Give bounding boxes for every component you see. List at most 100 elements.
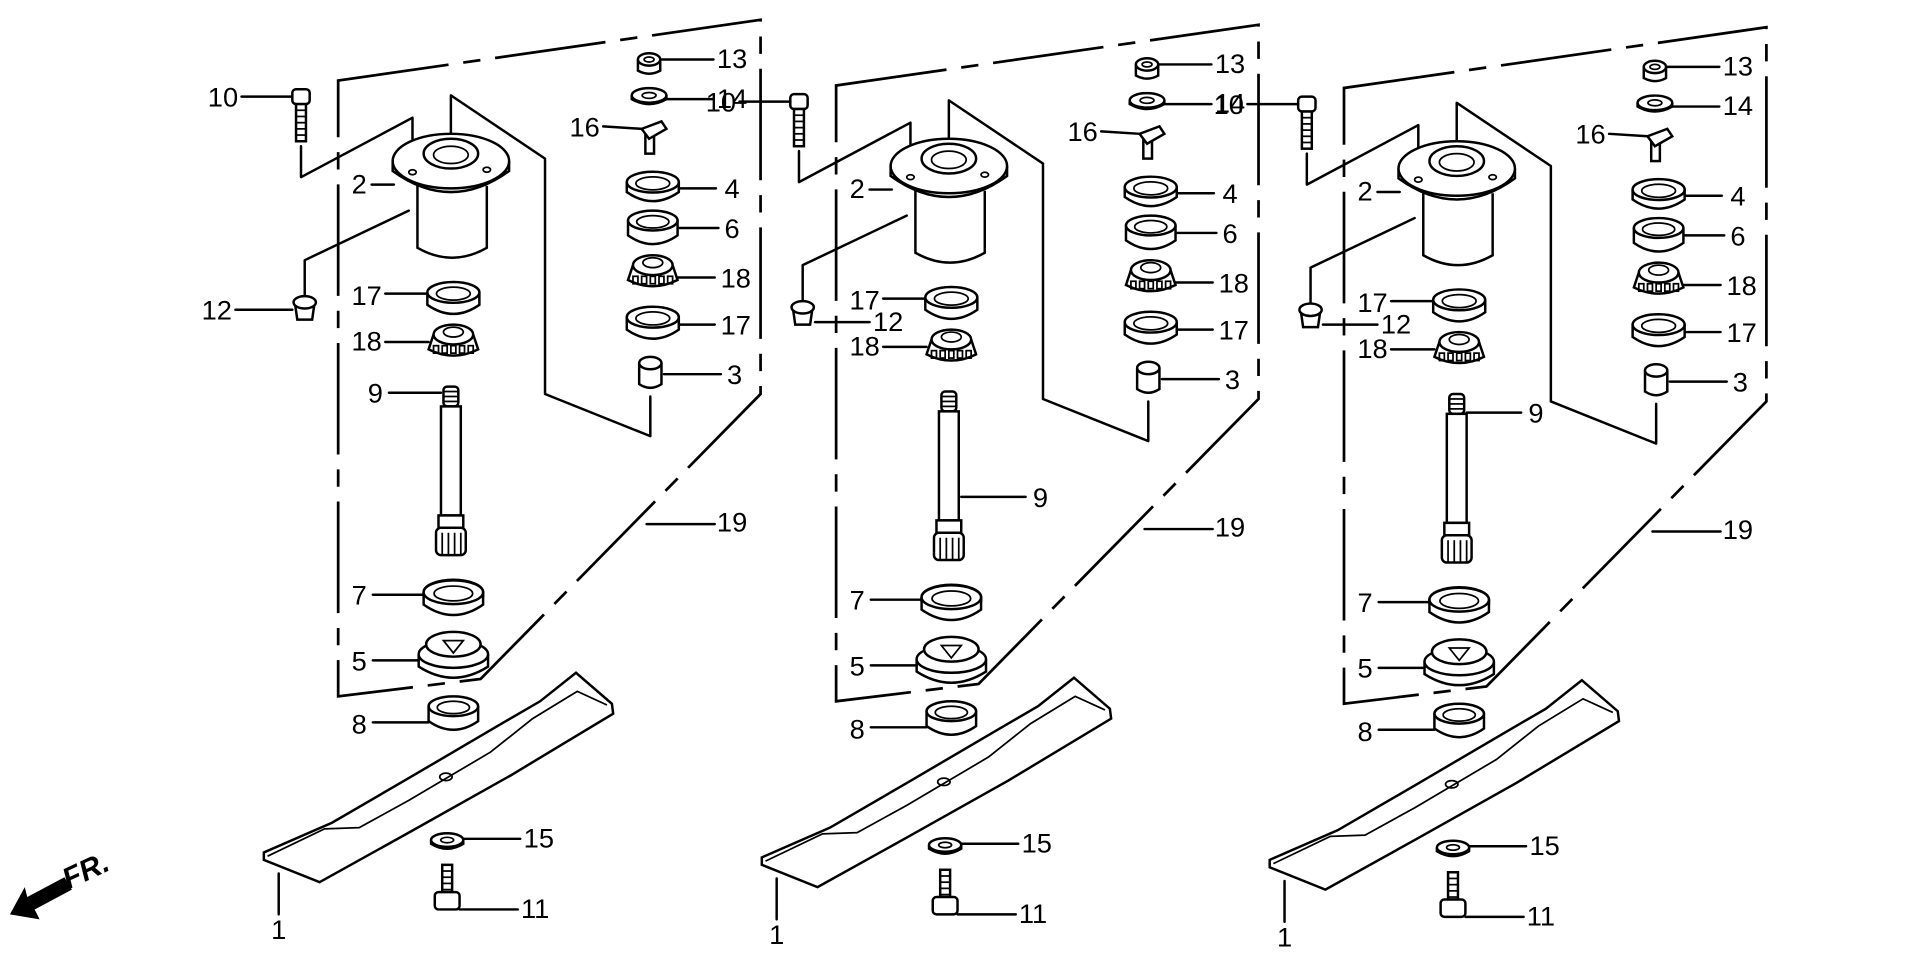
spindle-housing-icon: [391, 132, 511, 259]
nut-top: [292, 294, 318, 310]
hub-leader-bracket: [449, 94, 652, 438]
upper-tapered-bearing-icon: [626, 253, 680, 288]
part-label-p8: 8: [1357, 716, 1372, 747]
part-label-p18b: 18: [1219, 267, 1249, 298]
lock-washer-icon: [1636, 94, 1674, 113]
part-label-p14: 14: [717, 83, 747, 114]
flange-hole: [980, 171, 990, 179]
hex-nut-icon: [1134, 56, 1160, 80]
ring-bore: [933, 291, 970, 306]
tapered-bearing-icon: [1432, 330, 1486, 365]
washer-face: [630, 86, 668, 104]
roller: [1655, 282, 1662, 293]
flange-bolt-icon: [789, 92, 809, 148]
roller: [1663, 282, 1671, 293]
bearing-bore: [1647, 264, 1670, 276]
part-label-p10: 10: [1214, 89, 1244, 120]
shaft-body: [439, 405, 463, 517]
upper-tapered-bearing-icon: [1124, 258, 1178, 293]
nut12-leader-bracket: [1309, 216, 1416, 309]
bearing-cup-icon: [924, 285, 979, 321]
part-label-p11: 11: [521, 893, 549, 924]
blade-adapter-icon: [915, 635, 988, 684]
flange-hole: [905, 173, 916, 181]
ring-bore: [433, 585, 474, 602]
flange-bolt-icon: [291, 87, 311, 143]
ring-bore: [635, 214, 670, 229]
blade-bolt-icon: [931, 868, 959, 916]
part-label-p14: 14: [1723, 90, 1753, 121]
part-label-p11: 11: [1019, 898, 1047, 929]
bearing-cup-icon: [1431, 288, 1487, 323]
part-label-p19: 19: [1723, 514, 1753, 545]
roller: [658, 275, 665, 285]
bearing-bore: [1448, 333, 1470, 346]
ring-bore: [1441, 293, 1477, 309]
washer-hole: [439, 836, 455, 844]
ring-bore: [934, 705, 969, 720]
bearing-top: [1637, 261, 1680, 284]
adapter-socket: [939, 644, 964, 660]
washer-face: [429, 832, 465, 849]
hex-nut-icon: [1642, 59, 1668, 83]
part-label-p9: 9: [1033, 482, 1048, 513]
leader-line: [602, 125, 643, 131]
roller: [1130, 280, 1137, 290]
roller: [1473, 352, 1480, 362]
part-label-p3: 3: [1733, 367, 1748, 398]
housing-body: [1422, 193, 1494, 267]
front-direction-indicator: FR.: [9, 846, 114, 920]
ring-bore: [931, 590, 972, 607]
grease-fitting-icon: [639, 119, 669, 155]
part-label-p1: 1: [1277, 922, 1292, 953]
mower-blade-icon: [262, 671, 615, 884]
assembly-outline: [336, 18, 762, 698]
part-label-p10: 10: [706, 87, 736, 118]
nut-hole: [1649, 63, 1661, 71]
bolt-head: [1296, 95, 1317, 113]
grease-fitting-icon: [1137, 124, 1167, 160]
part-label-p4: 4: [1222, 178, 1237, 209]
roller: [1646, 282, 1654, 293]
bearing-top: [432, 323, 475, 346]
washer-face: [1636, 94, 1674, 112]
nut-top: [1134, 56, 1160, 72]
part-label-p4: 4: [725, 173, 740, 204]
shaft-spline: [434, 526, 467, 557]
part-label-p18b: 18: [721, 262, 751, 293]
upper-bearing-cup-icon: [1123, 310, 1179, 345]
roller: [965, 349, 973, 359]
roller: [458, 344, 466, 354]
housing-body: [416, 185, 489, 259]
housing-body: [914, 190, 987, 264]
mower-blade-icon: [760, 676, 1113, 889]
lock-washer-icon: [630, 86, 668, 106]
nut-hole: [1141, 61, 1153, 68]
part-label-p19: 19: [717, 507, 747, 538]
seal-icon: [1631, 177, 1686, 210]
ring-bore: [1640, 183, 1677, 199]
part-label-p4: 4: [1730, 181, 1745, 212]
part-label-p2: 2: [850, 173, 865, 204]
part-label-p7: 7: [1357, 587, 1372, 618]
ring-bore: [1132, 180, 1169, 196]
shaft-body: [1445, 412, 1468, 525]
bolt-head: [433, 890, 461, 911]
ring-bore: [1132, 316, 1169, 331]
spacer-bushing-icon: [427, 695, 480, 732]
roller: [1455, 352, 1463, 362]
part-label-p6: 6: [725, 213, 740, 244]
part-label-p6: 6: [1730, 220, 1745, 251]
shaft-spline: [932, 531, 965, 562]
spindle-shaft-icon: [1440, 392, 1473, 564]
ring-bore: [1640, 318, 1677, 334]
part-label-p17b: 17: [721, 310, 751, 341]
blade-bolt-icon: [433, 863, 461, 911]
part-label-p6: 6: [1222, 218, 1237, 249]
ring-bore: [635, 311, 671, 326]
fitting-nozzle: [1645, 127, 1675, 148]
sleeve-top: [1643, 363, 1669, 378]
assembly-outline: [834, 23, 1260, 703]
hub-leader-bracket: [947, 99, 1150, 443]
